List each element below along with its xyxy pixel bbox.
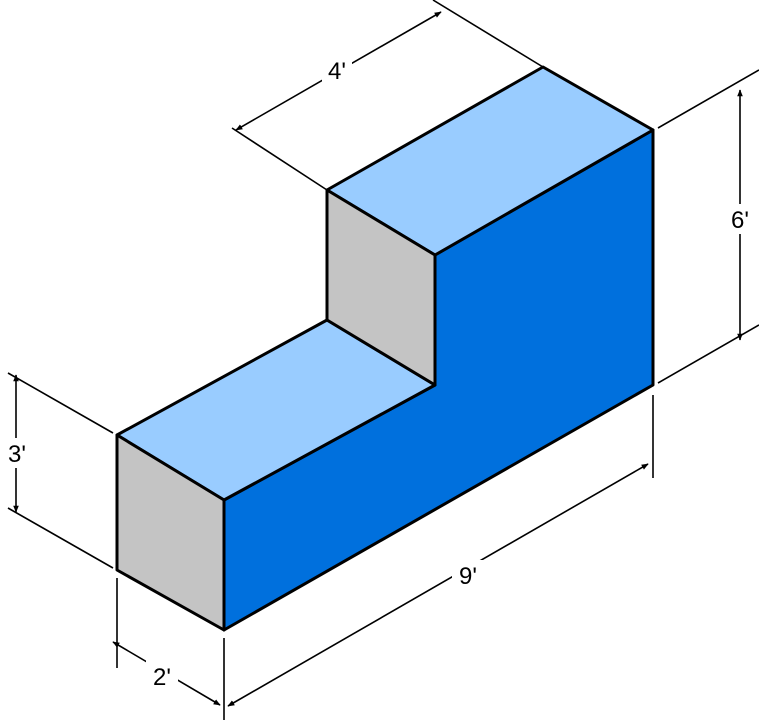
label-top-width: 4' <box>328 58 346 85</box>
ext-line-step-height-top <box>7 372 114 434</box>
dim-line-length <box>227 463 649 707</box>
ext-line-step-height-bottom <box>7 507 114 569</box>
ext-line-top-width-left <box>231 127 328 191</box>
dimension-labels: 4' 6' 3' 2' 9' <box>2 55 756 691</box>
label-height: 6' <box>731 207 749 234</box>
label-length: 9' <box>459 563 477 590</box>
left-end-face <box>115 433 226 632</box>
label-step-depth: 2' <box>153 664 171 691</box>
block <box>115 65 655 632</box>
ext-line-height-bottom <box>657 324 759 384</box>
ext-line-top-width-right <box>432 0 544 68</box>
step-riser-face <box>325 188 437 387</box>
ext-line-height-top <box>657 69 759 129</box>
label-step-height: 3' <box>8 441 26 468</box>
